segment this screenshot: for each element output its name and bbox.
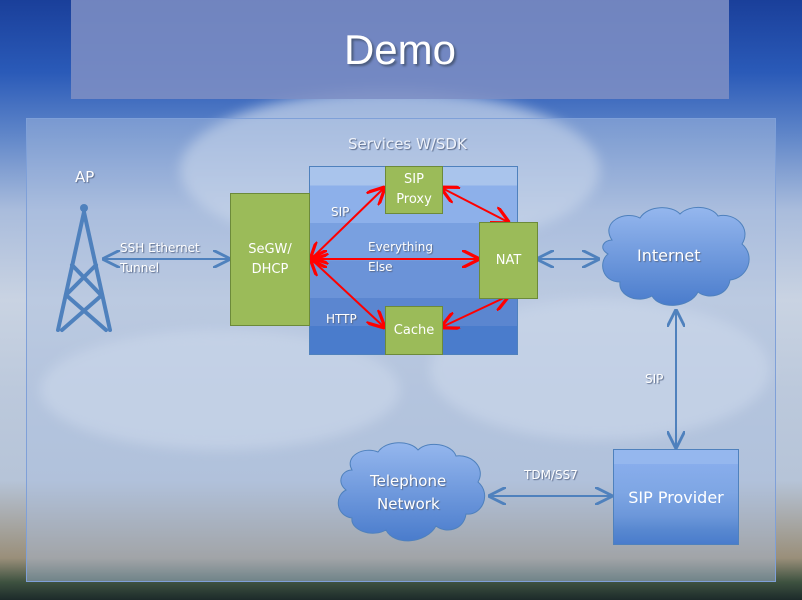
internet-sip-edge-label: SIP (645, 372, 664, 386)
cache-label: Cache (393, 322, 435, 338)
arrow-segw-sipproxy (311, 188, 384, 259)
everything-else-label-line2: Else (368, 260, 393, 274)
radio-tower-icon (56, 204, 112, 332)
internet-label: Internet (637, 246, 701, 265)
nat-label: NAT (495, 252, 522, 268)
slide-title: Demo (343, 26, 457, 73)
telephone-cloud-shape (337, 442, 486, 542)
telephone-label-line2: Network (377, 495, 440, 513)
arrow-cache-nat (442, 296, 508, 327)
tunnel-label-line1: SSH Ethernet (120, 241, 200, 255)
segw-dhcp-node: SeGW/ DHCP (230, 193, 310, 326)
sip-proxy-node: SIP Proxy (385, 166, 443, 214)
segw-label: SeGW/ (248, 241, 292, 257)
sip-provider-node: SIP Provider (613, 449, 739, 545)
sip-provider-label: SIP Provider (628, 487, 724, 507)
telephone-label-line1: Telephone (370, 472, 447, 490)
arrow-segw-cache (311, 259, 384, 327)
sip-proxy-label-line2: Proxy (396, 192, 432, 207)
tunnel-label-line2: Tunnel (120, 261, 160, 275)
everything-else-label-line1: Everything (368, 240, 433, 254)
tdm-ss7-edge-label: TDM/SS7 (524, 468, 578, 482)
services-group-label: Services W/SDK (348, 135, 467, 153)
cache-node: Cache (385, 306, 443, 355)
sip-proxy-label-line1: SIP (404, 172, 424, 187)
http-edge-label: HTTP (326, 312, 357, 326)
title-banner: Demo (71, 0, 729, 99)
arrow-sipproxy-nat (442, 188, 508, 222)
sip-edge-label: SIP (331, 205, 350, 219)
dhcp-label: DHCP (251, 261, 289, 277)
internet-cloud-shape (602, 207, 750, 306)
ap-label: AP (75, 168, 95, 186)
nat-node: NAT (479, 222, 538, 299)
